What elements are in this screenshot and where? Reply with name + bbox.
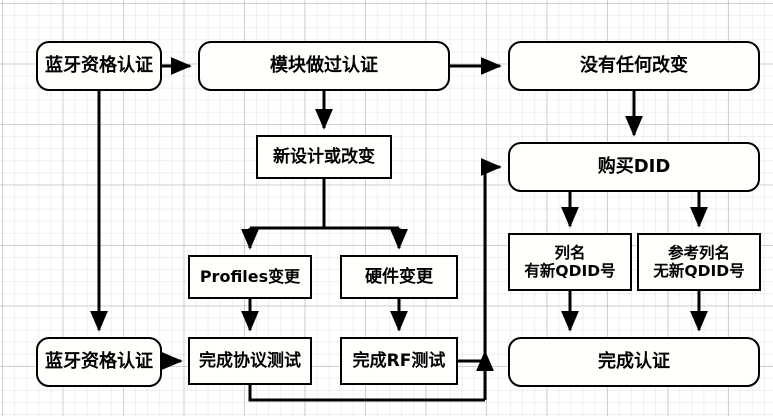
- node-qualification-end-label: 蓝牙资格认证: [45, 351, 153, 373]
- node-module-certified-label: 模块做过认证: [270, 55, 378, 77]
- node-listed-new-qdid[interactable]: 列名 有新QDID号: [508, 233, 632, 291]
- node-listed-new-qdid-label: 列名 有新QDID号: [524, 243, 616, 280]
- node-certification-done[interactable]: 完成认证: [508, 337, 760, 387]
- node-hardware-change-label: 硬件变更: [365, 266, 433, 287]
- node-no-change-label: 没有任何改变: [580, 55, 688, 77]
- node-ref-no-new-qdid-label: 参考列名 无新QDID号: [653, 243, 745, 280]
- node-qualification-start[interactable]: 蓝牙资格认证: [36, 41, 162, 91]
- node-qualification-start-label: 蓝牙资格认证: [45, 55, 153, 77]
- node-new-design[interactable]: 新设计或改变: [256, 135, 392, 179]
- node-new-design-label: 新设计或改变: [273, 146, 375, 167]
- node-qualification-end[interactable]: 蓝牙资格认证: [36, 337, 162, 387]
- node-profiles-change-label: Profiles变更: [199, 266, 301, 286]
- node-ref-no-new-qdid[interactable]: 参考列名 无新QDID号: [637, 233, 761, 291]
- node-buy-did[interactable]: 购买DID: [508, 142, 760, 192]
- node-rf-test[interactable]: 完成RF测试: [340, 337, 458, 385]
- node-no-change[interactable]: 没有任何改变: [508, 41, 760, 91]
- edge-buydid-bar: [568, 192, 701, 213]
- node-protocol-test[interactable]: 完成协议测试: [188, 337, 312, 385]
- node-certification-done-label: 完成认证: [598, 351, 670, 373]
- edge-feedback-to-buydid: [480, 157, 502, 361]
- node-hardware-change[interactable]: 硬件变更: [340, 255, 458, 299]
- node-buy-did-label: 购买DID: [597, 156, 671, 178]
- edge-protocol-feedback: [248, 385, 485, 402]
- node-module-certified[interactable]: 模块做过认证: [198, 41, 450, 91]
- node-profiles-change[interactable]: Profiles变更: [188, 255, 312, 299]
- node-protocol-test-label: 完成协议测试: [199, 350, 301, 371]
- node-rf-test-label: 完成RF测试: [352, 350, 446, 371]
